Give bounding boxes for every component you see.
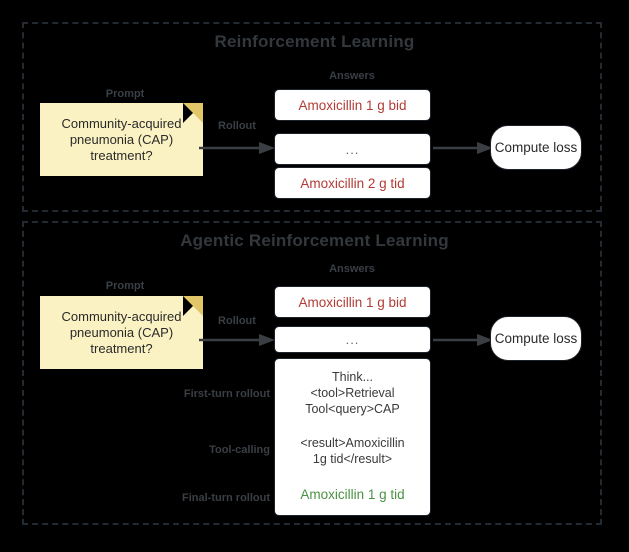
- prompt-note-agentic: Community-acquired pneumonia (CAP) treat…: [40, 296, 203, 369]
- arrow-prompt-to-answers-agentic: [199, 334, 275, 346]
- prompt-label-rl: Prompt: [105, 88, 145, 100]
- compute-loss-node-agentic: Compute loss: [490, 316, 582, 361]
- label-first-turn-rollout: First-turn rollout: [183, 388, 270, 400]
- compute-loss-node-rl: Compute loss: [490, 125, 582, 170]
- rollout-label-rl: Rollout: [218, 120, 256, 132]
- answer-box-agentic-1: Amoxicillin 1 g bid: [274, 286, 431, 318]
- panel-agentic-reinforcement-learning: [22, 221, 602, 525]
- arrow-answers-to-loss-rl: [433, 142, 493, 154]
- trajectory-box-agentic: Think... <tool>Retrieval Tool<query>CAP …: [274, 358, 431, 516]
- answers-label-agentic: Answers: [329, 263, 375, 275]
- prompt-note-text-rl: Community-acquired pneumonia (CAP) treat…: [61, 115, 182, 163]
- arrow-prompt-to-answers-rl: [199, 142, 275, 154]
- trajectory-final-turn-text: Amoxicillin 1 g tid: [300, 487, 405, 502]
- section-title-reinforcement-learning: Reinforcement Learning: [214, 32, 415, 51]
- label-tool-calling: Tool-calling: [209, 444, 270, 456]
- answers-label-rl: Answers: [329, 70, 375, 82]
- label-final-turn-rollout: Final-turn rollout: [182, 492, 270, 504]
- prompt-note-text-agentic: Community-acquired pneumonia (CAP) treat…: [61, 308, 182, 356]
- answer-box-rl-3: Amoxicillin 2 g tid: [274, 167, 431, 199]
- note-fold-icon: [183, 296, 203, 316]
- panel-reinforcement-learning: [22, 22, 602, 212]
- arrow-answers-to-loss-agentic: [433, 334, 493, 346]
- rollout-label-agentic: Rollout: [218, 315, 256, 327]
- section-title-agentic-reinforcement-learning: Agentic Reinforcement Learning: [180, 231, 449, 250]
- answer-box-rl-1: Amoxicillin 1 g bid: [274, 89, 431, 121]
- prompt-label-agentic: Prompt: [105, 280, 145, 292]
- note-fold-icon: [183, 103, 203, 123]
- prompt-note-rl: Community-acquired pneumonia (CAP) treat…: [40, 103, 203, 176]
- answer-box-rl-2: ...: [274, 133, 431, 165]
- trajectory-tool-calling-text: <result>Amoxicillin 1g tid</result>: [300, 436, 405, 466]
- trajectory-first-turn-text: Think... <tool>Retrieval Tool<query>CAP: [305, 370, 400, 416]
- answer-box-agentic-2: ...: [274, 326, 431, 353]
